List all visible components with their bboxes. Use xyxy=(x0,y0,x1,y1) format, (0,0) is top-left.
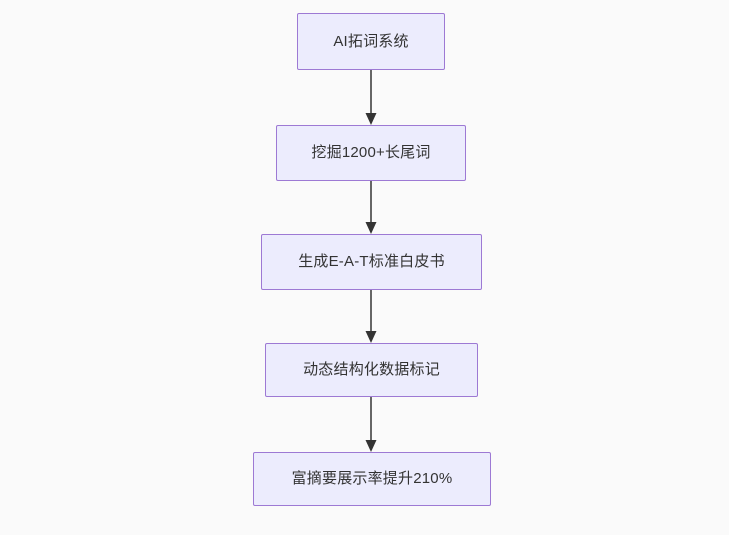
edge-n3-n4 xyxy=(361,290,381,343)
flow-node-mine-longtail-keywords[interactable]: 挖掘1200+长尾词 xyxy=(276,125,466,181)
flow-node-dynamic-structured-data-markup[interactable]: 动态结构化数据标记 xyxy=(265,343,478,397)
flow-node-ai-keyword-system[interactable]: AI拓词系统 xyxy=(297,13,445,70)
edge-n4-n5 xyxy=(361,397,381,452)
edge-n1-n2 xyxy=(361,70,381,125)
edge-n2-n3 xyxy=(361,181,381,234)
flow-node-rich-snippet-impression-uplift[interactable]: 富摘要展示率提升210% xyxy=(253,452,491,506)
flow-node-generate-eat-whitepaper[interactable]: 生成E-A-T标准白皮书 xyxy=(261,234,482,290)
